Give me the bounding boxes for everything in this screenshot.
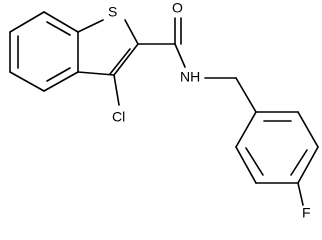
- bond-benzo-3: [43, 71, 79, 92]
- bond-thiophene-c2-c3-double: [109, 48, 131, 75]
- bond-thiophene-c3-benzo: [77, 71, 115, 76]
- molecule-diagram: S O Cl NH F: [9, 0, 319, 221]
- bond-benzo-1: [43, 11, 79, 33]
- bond-c3-cl: [113, 74, 120, 106]
- bond-fluoro-2: [297, 111, 319, 148]
- atom-s-label: S: [108, 4, 117, 20]
- atom-o-label: O: [172, 0, 183, 16]
- bond-carbonyl-n: [174, 43, 186, 68]
- atom-cl-label: Cl: [112, 109, 125, 125]
- bond-thiophene-s-c2: [124, 19, 139, 45]
- atom-nh-label: NH: [180, 69, 200, 85]
- bond-fluoro-5: [235, 146, 257, 184]
- structure-canvas: S O Cl NH F: [9, 0, 319, 221]
- atom-f-label: F: [302, 205, 311, 221]
- bond-thiophene-s-benzo: [77, 19, 104, 33]
- bond-benzo-4: [9, 71, 45, 92]
- bond-thiophene-c2-c3: [113, 43, 139, 76]
- bond-fluoro-6: [235, 111, 257, 148]
- bond-aryl-f: [297, 182, 304, 206]
- bond-fluoro-3: [297, 146, 319, 184]
- bond-ch2-aryl: [235, 77, 257, 113]
- bond-fluoro-inner-2: [290, 149, 308, 176]
- bond-benzo-inner-2: [46, 67, 71, 82]
- bond-benzo-6: [9, 11, 45, 33]
- bond-benzo-inner-1: [46, 21, 71, 36]
- bond-fluoro-inner-3: [245, 147, 264, 176]
